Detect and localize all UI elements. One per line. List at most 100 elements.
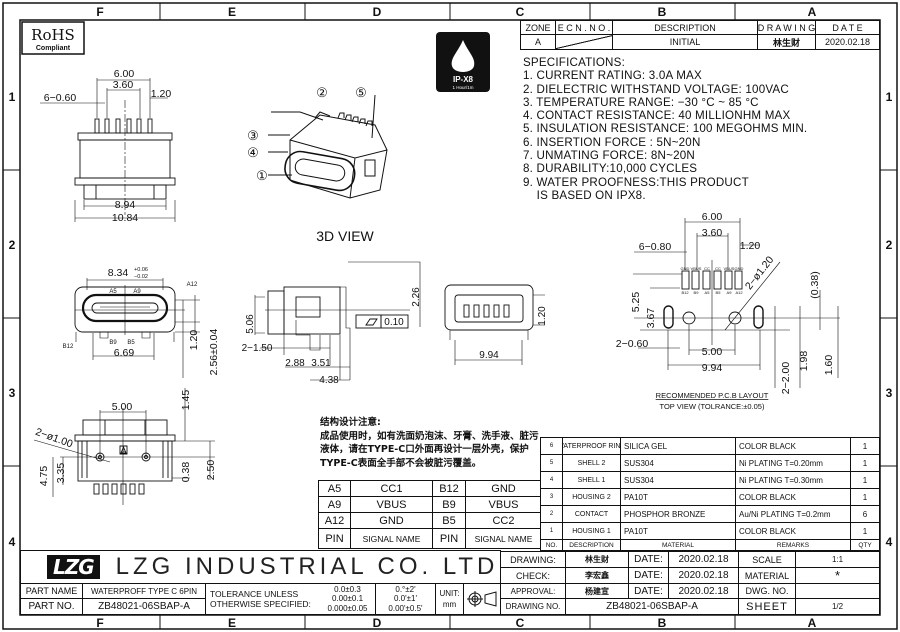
- zone-col-label: B: [658, 5, 667, 19]
- dim-label: 10.84: [112, 212, 138, 224]
- zone-col-label: A: [808, 5, 817, 19]
- signal-cell: GND: [465, 480, 542, 497]
- callout-5: ⑤: [355, 85, 367, 100]
- dim-label: 2.26: [411, 287, 422, 307]
- tol-value: 0.000±0.05: [327, 603, 368, 613]
- pad-label: B9: [694, 290, 700, 295]
- bom-qty-header: QTY: [850, 539, 880, 551]
- spec-item: 5. INSULATION RESISTANCE: 100 MEGOHMS MI…: [523, 122, 808, 136]
- zone-row-label: 3: [9, 386, 16, 400]
- rev-ecn: [555, 34, 613, 50]
- bom-qty: 6: [850, 505, 880, 523]
- part-no: ZB48021-06SBAP-A: [82, 598, 206, 615]
- unit-value: mm: [442, 600, 457, 609]
- dim-label: 2.56±0.04: [208, 329, 220, 376]
- zone-row-label: 4: [9, 535, 16, 549]
- tol-value: 0.00'±0.5': [388, 603, 423, 613]
- signal-header: SIGNAL NAME: [465, 528, 542, 549]
- pin-label: A9: [133, 289, 141, 295]
- pin-label: B12: [63, 344, 74, 350]
- zone-col-label: E: [228, 616, 236, 630]
- lzg-logo: LZG: [47, 555, 100, 579]
- rev-description: INITIAL: [612, 34, 758, 50]
- rohs-badge: RoHS Compliant: [21, 21, 85, 55]
- part-name: WATERPROFF TYPE C 6PIN: [82, 583, 206, 599]
- bom-material-header: MATERIAL: [620, 539, 736, 551]
- bom-material: PA10T: [620, 522, 736, 540]
- zone-col-label: C: [516, 5, 525, 19]
- bom-material: SUS304: [620, 471, 736, 489]
- zone-col-label: B: [658, 616, 667, 630]
- specs-title: SPECIFICATIONS:: [523, 56, 625, 69]
- dim-label: 3.51: [311, 358, 331, 369]
- check-date: 2020.02.18: [668, 567, 739, 584]
- dim-label: 3.67: [645, 308, 657, 329]
- bom-material: SILICA GEL: [620, 437, 736, 455]
- datum-label: A: [122, 449, 126, 455]
- zone-col-label: D: [373, 616, 382, 630]
- bom-qty: 1: [850, 471, 880, 489]
- tol-value: 0.00±0.1: [331, 594, 364, 604]
- zone-row-label: 2: [886, 238, 893, 252]
- svg-text:IP-X8: IP-X8: [453, 75, 474, 84]
- dim-label: 4.38: [319, 375, 339, 386]
- signal-header: SIGNAL NAME: [350, 528, 433, 549]
- bom-remarks: COLOR BLACK: [735, 522, 851, 540]
- callout-2: ②: [316, 85, 328, 100]
- bom-qty: 1: [850, 437, 880, 455]
- bom-material: PHOSPHOR BRONZE: [620, 505, 736, 523]
- top-view-dims: 6.00 3.60 6−0.60 1.20 8.94 10.84: [44, 68, 172, 224]
- callout-4: ④: [247, 145, 259, 160]
- dim-label: 8.34: [108, 267, 129, 279]
- pin-label: A12: [187, 282, 198, 288]
- pin-label: A5: [109, 289, 117, 295]
- dim-label: 2−2.00: [780, 362, 792, 395]
- dim-label: 2.88: [285, 358, 305, 369]
- pad-label: VBUS: [691, 266, 702, 271]
- date-label: DATE:: [628, 551, 669, 568]
- zone-col-label: E: [228, 5, 236, 19]
- part-no-label: PART NO.: [20, 598, 83, 615]
- rev-date: 2020.02.18: [815, 34, 880, 50]
- pad-label: B5: [716, 290, 722, 295]
- zone-row-label: 1: [9, 90, 16, 104]
- bom-remarks-header: REMARKS: [735, 539, 851, 551]
- drawing-by: 林生财: [565, 551, 629, 568]
- bom-description-header: DESCRIPTION: [562, 539, 621, 551]
- spec-item: 6. INSERTION FORCE : 5N~20N: [523, 135, 701, 149]
- rev-drawing: 林生财: [757, 34, 816, 50]
- bom-description: HOUSING 1: [562, 522, 621, 540]
- dim-label: 1.20: [188, 330, 200, 351]
- bom-remarks: COLOR BLACK: [735, 488, 851, 506]
- material-value: *: [795, 567, 880, 584]
- bom-material: PA10T: [620, 488, 736, 506]
- bom-no: 1: [540, 522, 563, 540]
- part-name-label: PART NAME: [20, 583, 83, 599]
- top-view: [40, 78, 176, 222]
- bom-description: WATERPROOF RING: [562, 437, 621, 455]
- scale-value: 1:1: [795, 551, 880, 568]
- pin-cell: B12: [432, 480, 466, 497]
- dim-label: −0.02: [134, 274, 148, 280]
- company-row: LZG LZG INDUSTRIAL CO. LTD: [20, 550, 501, 584]
- pad-label: A9: [727, 290, 733, 295]
- spec-item: 7. UNMATING FORCE: 8N~20N: [523, 149, 695, 163]
- bom-description: HOUSING 2: [562, 488, 621, 506]
- spec-item: 4. CONTACT RESISTANCE: 40 MILLIONHM MAX: [523, 109, 791, 123]
- tolerance-label: TOLERANCE UNLESS OTHERWISE SPECIFIED:: [205, 583, 321, 615]
- dim-label: 0.10: [384, 317, 404, 328]
- spec-item: 3. TEMPERATURE RANGE: −30 °C ~ 85 °C: [523, 95, 759, 109]
- pin-cell: A12: [318, 512, 351, 529]
- dim-label: 1.20: [740, 240, 761, 252]
- zone-row-label: 3: [886, 386, 893, 400]
- dim-label: 5.00: [702, 346, 723, 358]
- dim-label: 6−0.60: [44, 92, 77, 104]
- rev-header-description: DESCRIPTION: [612, 20, 758, 35]
- tol-value: 0.°±2': [395, 584, 416, 594]
- svg-text:RoHS: RoHS: [31, 26, 75, 44]
- zone-col-label: A: [808, 616, 817, 630]
- zone-dividers: [3, 3, 897, 629]
- signal-cell: CC1: [350, 480, 433, 497]
- bom-no: 2: [540, 505, 563, 523]
- drawing-date: 2020.02.18: [668, 551, 739, 568]
